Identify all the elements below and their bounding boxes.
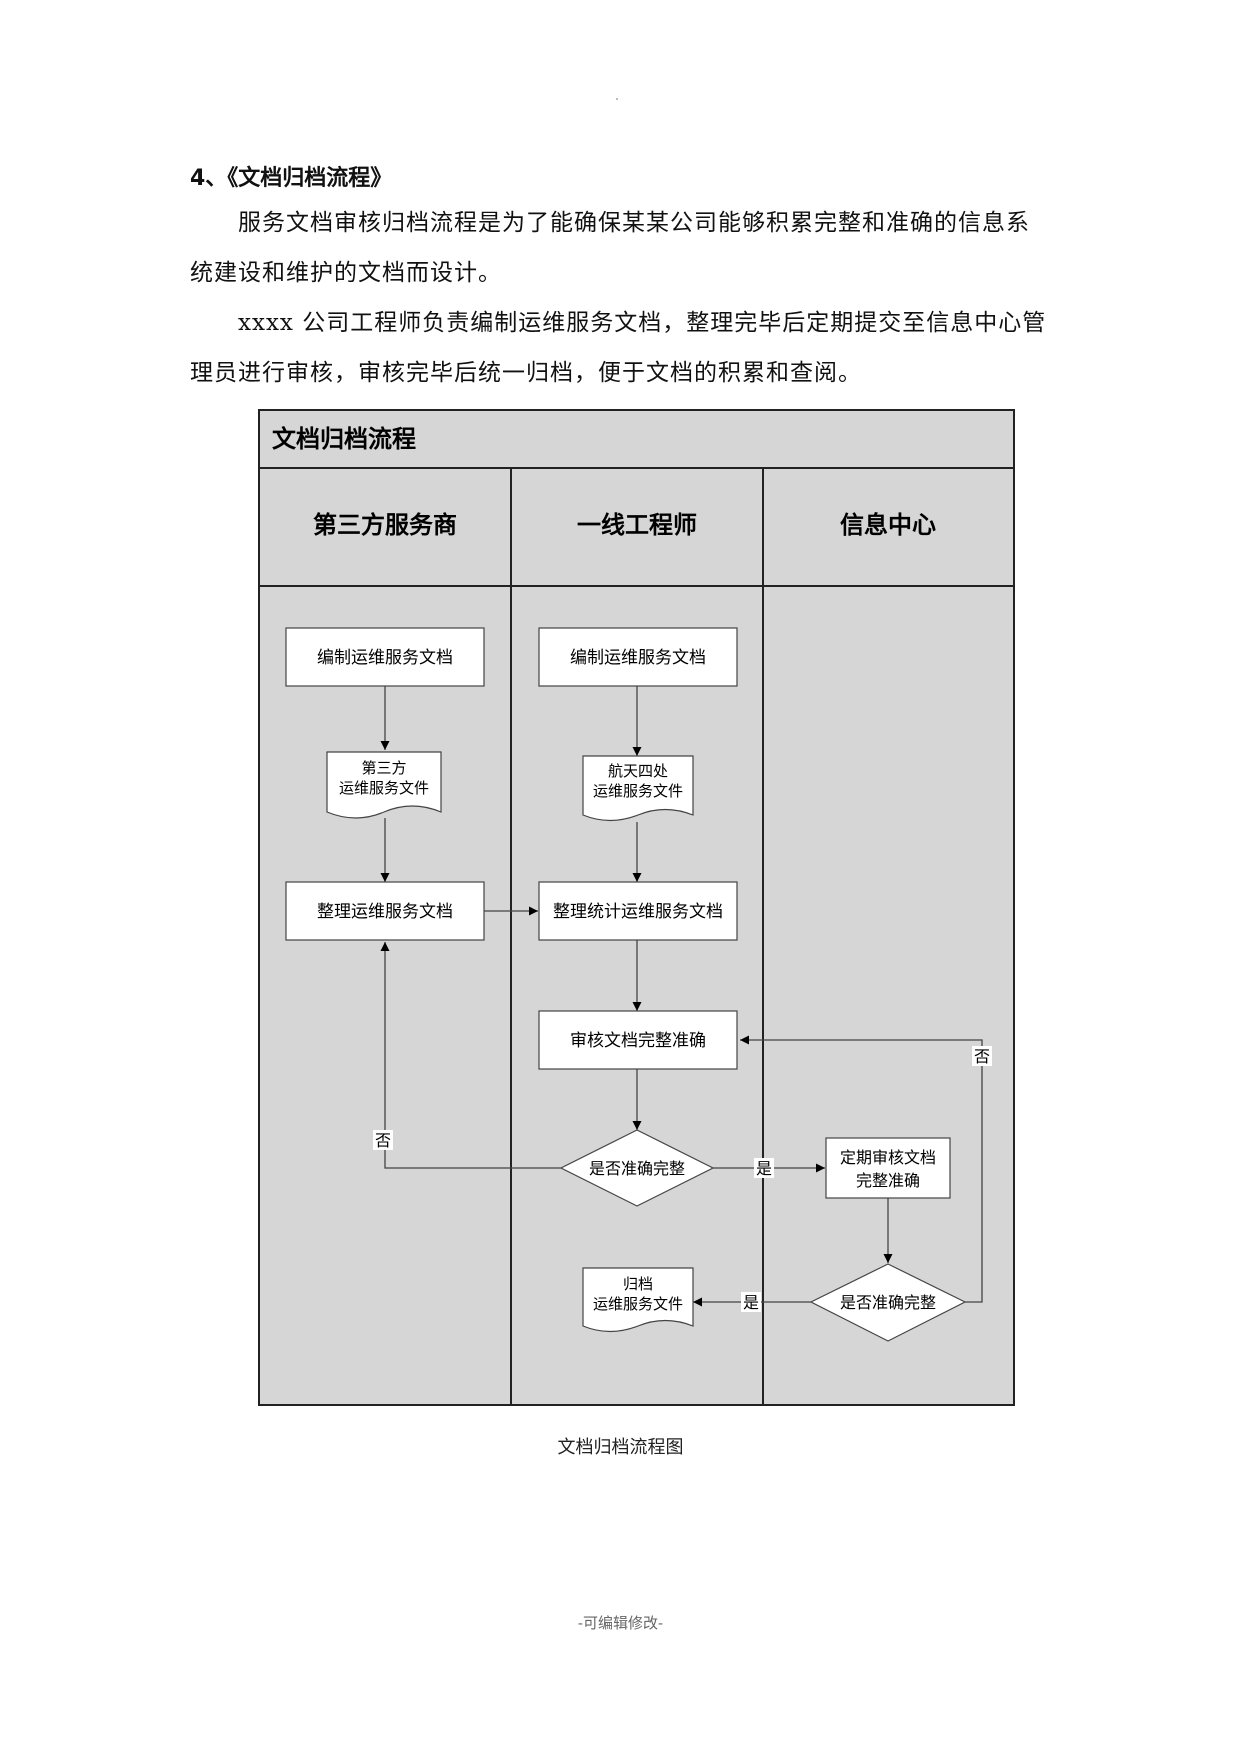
edge-label-no-left: 否: [375, 1131, 391, 1150]
node-en-review: [538, 1010, 738, 1070]
lane-header-info-center: 信息中心: [840, 511, 936, 539]
node-tp-document-line2: 运维服务文件: [339, 779, 429, 797]
node-ic-decision-label: 是否准确完整: [840, 1293, 936, 1312]
node-ic-review-line1: 定期审核文档: [840, 1148, 936, 1167]
node-en-decision-label: 是否准确完整: [589, 1159, 685, 1178]
diagram-title: 文档归档流程: [272, 425, 416, 453]
lane-header-engineer: 一线工程师: [577, 511, 697, 539]
arrow-ic-decision-no: [740, 1035, 983, 1303]
node-tp-organize: [285, 881, 485, 941]
page-dot: [616, 98, 618, 100]
edge-label-yes-bottom: 是: [743, 1293, 759, 1312]
node-en-archive-line2: 运维服务文件: [593, 1295, 683, 1313]
node-en-document-line2: 运维服务文件: [593, 782, 683, 800]
node-tp-compile: [285, 627, 485, 687]
node-en-archive: [582, 1267, 694, 1333]
label-bg-no-right: [972, 1046, 992, 1066]
label-bg-yes-right: [754, 1158, 774, 1178]
paragraph-2: xxxx 公司工程师负责编制运维服务文档，整理完毕后定期提交至信息中心管理员进行…: [190, 310, 1047, 386]
node-tp-compile-label: 编制运维服务文档: [317, 648, 453, 668]
node-en-archive-line1: 归档: [623, 1275, 653, 1293]
node-en-document-line1: 航天四处: [608, 762, 668, 780]
section-heading: 4、《文档归档流程》: [190, 166, 393, 191]
node-ic-review: [825, 1137, 951, 1199]
arrow-en-decision-no: [380, 942, 561, 1169]
node-en-organize: [538, 881, 738, 941]
node-tp-document-line1: 第三方: [361, 759, 406, 777]
node-en-compile-label: 编制运维服务文档: [570, 648, 706, 668]
edge-label-yes-right: 是: [756, 1159, 772, 1178]
node-ic-review-line2: 完整准确: [856, 1171, 920, 1190]
label-bg-yes-bottom: [741, 1292, 761, 1312]
edge-label-no-right: 否: [974, 1047, 990, 1066]
figure-caption: 文档归档流程图: [557, 1437, 684, 1458]
paragraph-1: 服务文档审核归档流程是为了能确保某某公司能够积累完整和准确的信息系统建设和维护的…: [190, 210, 1030, 286]
node-en-document: [582, 755, 694, 822]
lane-header-third-party: 第三方服务商: [313, 511, 457, 539]
label-bg-no-left: [373, 1130, 393, 1150]
node-tp-organize-label: 整理运维服务文档: [317, 902, 453, 922]
node-en-review-label: 审核文档完整准确: [570, 1031, 706, 1051]
node-en-organize-label: 整理统计运维服务文档: [553, 902, 723, 922]
node-en-decision: [559, 1129, 715, 1207]
page-footer: -可编辑修改-: [577, 1614, 664, 1632]
node-ic-decision: [809, 1263, 967, 1342]
node-tp-document: [326, 751, 442, 819]
node-en-compile: [538, 627, 738, 687]
